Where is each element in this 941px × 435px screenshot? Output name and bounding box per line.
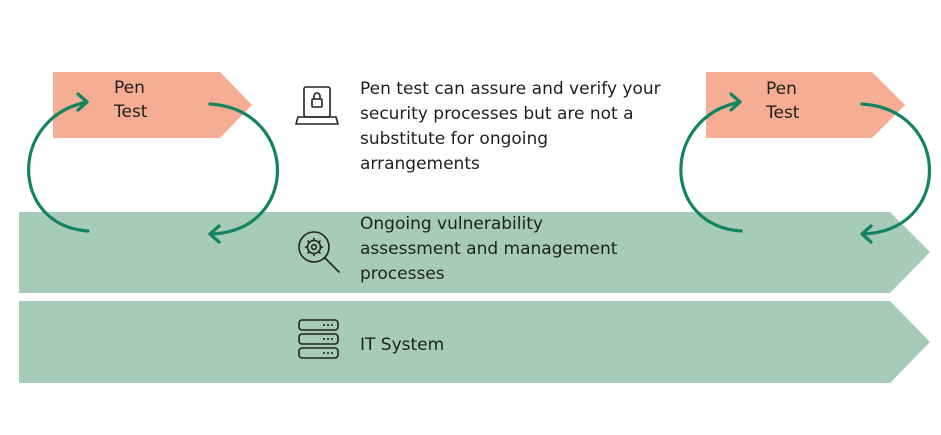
vulnerability-band-text: Ongoing vulnerability assessment and man… bbox=[360, 214, 618, 284]
it-system-band bbox=[19, 301, 930, 383]
it-system-band-text: IT System bbox=[360, 335, 445, 355]
laptop-lock-icon bbox=[295, 86, 339, 125]
pen-test-right-label: Pen Test bbox=[766, 79, 800, 123]
magnifier-gear-icon bbox=[298, 231, 340, 273]
pen-test-left-tag bbox=[53, 72, 252, 138]
left-cycle-arrow-top bbox=[27, 100, 90, 233]
vulnerability-band bbox=[19, 212, 930, 293]
right-cycle-arrow-bottom bbox=[860, 102, 932, 236]
right-cycle-arrow-top bbox=[679, 100, 743, 233]
right-cycle-arrowhead-bottom bbox=[860, 224, 873, 244]
pen-test-note-text: Pen test can assure and verify your secu… bbox=[360, 79, 661, 174]
left-cycle-arrow-bottom bbox=[208, 102, 280, 236]
server-rack-icon bbox=[298, 319, 339, 359]
left-cycle-arrowhead-bottom bbox=[208, 224, 221, 244]
right-cycle-arrowhead-top bbox=[729, 92, 742, 112]
left-cycle-arrowhead-top bbox=[76, 92, 89, 112]
pen-test-right-tag bbox=[706, 72, 905, 138]
pen-test-left-label: Pen Test bbox=[114, 78, 148, 122]
